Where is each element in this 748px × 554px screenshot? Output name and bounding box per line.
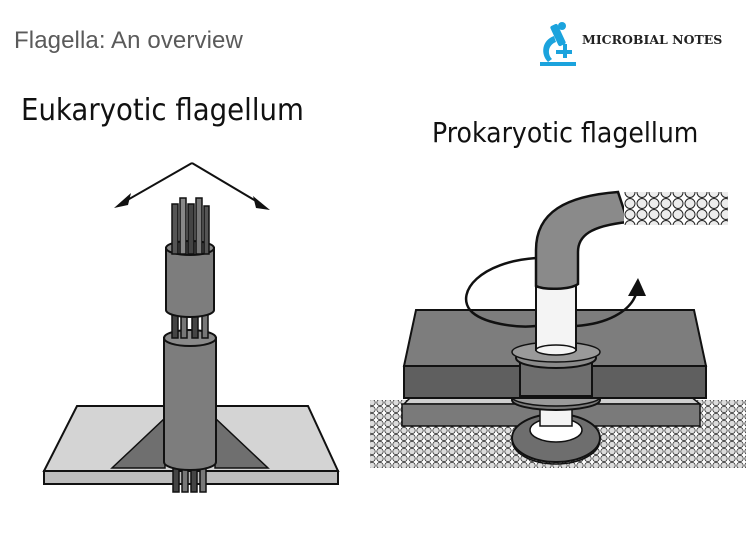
- flagellar-filament: [624, 192, 728, 225]
- page-title: Flagella: An overview: [14, 27, 243, 54]
- prokaryotic-label: Prokaryotic flagellum: [432, 116, 699, 149]
- microbial-notes-logo[interactable]: MICROBIAL NOTES: [534, 18, 734, 68]
- axoneme-lower-tube: [163, 329, 217, 471]
- arrow-head-left: [114, 193, 131, 208]
- eukaryotic-label: Eukaryotic flagellum: [21, 93, 304, 128]
- microtubules-top: [171, 197, 210, 255]
- motion-arrows: [123, 162, 262, 205]
- flagellar-hook: [534, 190, 630, 290]
- eukaryotic-flagellum-drawing: [42, 162, 340, 493]
- logo-text: MICROBIAL NOTES: [582, 32, 723, 47]
- prokaryotic-flagellum-drawing: [370, 190, 746, 468]
- rotation-arrow-head: [628, 278, 646, 296]
- microscope-icon: [540, 22, 576, 66]
- arrow-head-right: [253, 196, 270, 210]
- rotation-arrow: [464, 256, 638, 328]
